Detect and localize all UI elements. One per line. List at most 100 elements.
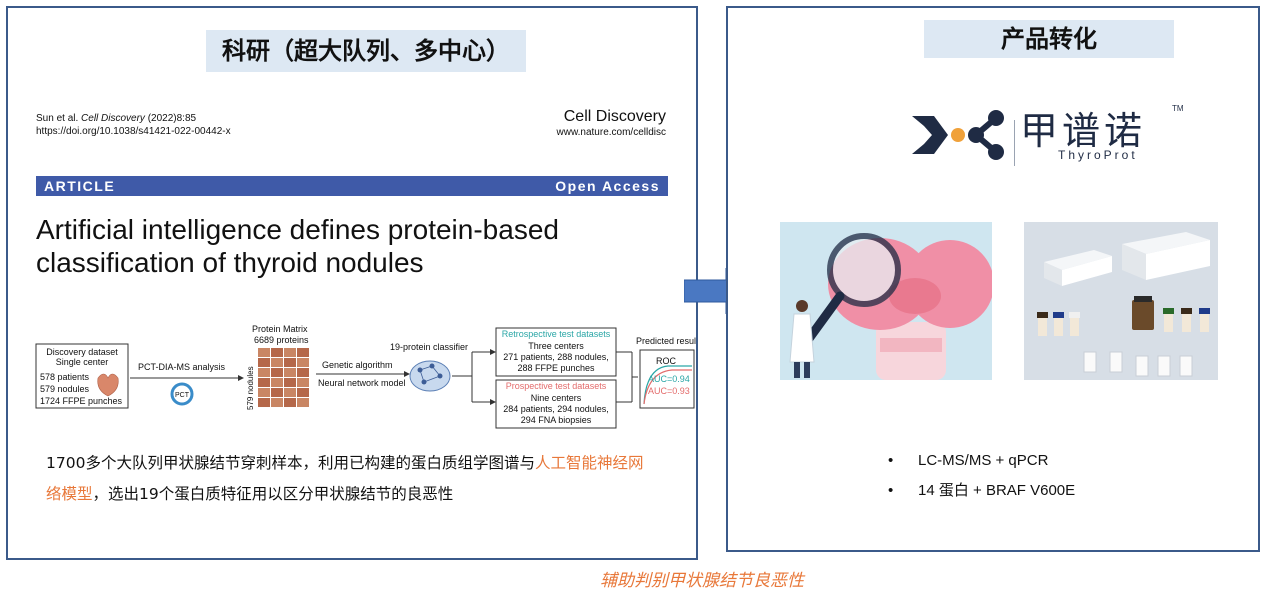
summary-highlight-1: 人工智能神经网 bbox=[534, 454, 644, 472]
prosp-patients: 284 patients, 294 nodules, bbox=[503, 404, 609, 414]
classifier-label: 19-protein classifier bbox=[390, 342, 468, 352]
headline-line-1: Artificial intelligence defines protein-… bbox=[36, 214, 559, 245]
bottle bbox=[1179, 355, 1193, 377]
vial-cap bbox=[1069, 312, 1080, 318]
brain-network-icon bbox=[409, 360, 451, 392]
discovery-title-2: Single center bbox=[56, 357, 109, 367]
logo-trademark: TM bbox=[1172, 104, 1184, 113]
journal-name: Cell Discovery bbox=[563, 108, 666, 125]
roc-label: ROC bbox=[656, 356, 677, 366]
vial bbox=[1054, 318, 1063, 336]
retrospective-box bbox=[495, 327, 617, 377]
matrix-cell bbox=[271, 358, 283, 367]
discovery-nodules: 579 nodules bbox=[40, 384, 90, 394]
citation-year: (2022)8:85 bbox=[144, 113, 197, 124]
matrix-cell bbox=[297, 378, 309, 387]
thyroid-icon bbox=[97, 373, 119, 397]
vial-cap bbox=[1199, 308, 1210, 314]
pct-analysis-label: PCT-DIA-MS analysis bbox=[138, 362, 226, 372]
summary-text-1: 1700多个大队列甲状腺结节穿刺样本，利用已构建的蛋白质组学图谱与 bbox=[46, 454, 535, 472]
protein-matrix-grid bbox=[258, 348, 309, 407]
matrix-cell bbox=[297, 398, 309, 407]
matrix-cell bbox=[258, 368, 270, 377]
matrix-cell bbox=[258, 378, 270, 387]
article-label: ARTICLE bbox=[44, 178, 116, 194]
vial bbox=[1182, 314, 1191, 332]
retro-arrowhead bbox=[490, 349, 496, 355]
matrix-title-2: 6689 proteins bbox=[254, 335, 309, 345]
vial bbox=[1070, 318, 1079, 336]
matrix-cell bbox=[284, 368, 296, 377]
thyroid-illustration bbox=[780, 222, 992, 380]
auc-retro: AUC=0.94 bbox=[648, 374, 690, 384]
vial-cap bbox=[1163, 308, 1174, 314]
logo-divider bbox=[1014, 120, 1015, 166]
genetic-label: Genetic algorithm bbox=[322, 360, 393, 370]
feature-item: LC-MS/MS + qPCR bbox=[888, 446, 1075, 476]
matrix-cell bbox=[258, 388, 270, 397]
test-kit-photo bbox=[1024, 222, 1218, 380]
product-features: LC-MS/MS + qPCR 14 蛋白 + BRAF V600E bbox=[888, 446, 1075, 506]
product-panel: 产品转化 甲谱诺 TM ThyroProt bbox=[726, 6, 1260, 552]
logo-chinese-name: 甲谱诺 bbox=[1020, 109, 1147, 153]
matrix-cell bbox=[271, 378, 283, 387]
vial-cap bbox=[1037, 312, 1048, 318]
prosp-arrowhead bbox=[490, 399, 496, 405]
citation-authors: Sun et al. bbox=[36, 113, 82, 124]
roc-curve-prosp bbox=[643, 369, 692, 405]
matrix-side-label: 579 nodules bbox=[246, 366, 255, 410]
flow-arrowhead-2 bbox=[404, 371, 410, 377]
matrix-cell bbox=[297, 388, 309, 397]
summary-text-2: ，选出19个蛋白质特征用以区分甲状腺结节的良恶性 bbox=[92, 485, 454, 503]
pct-label: PCT bbox=[175, 392, 190, 399]
matrix-cell bbox=[258, 358, 270, 367]
vial bbox=[1164, 314, 1173, 332]
article-ribbon: ARTICLE Open Access bbox=[36, 176, 668, 196]
bottle bbox=[1109, 351, 1123, 373]
retro-centers: Three centers bbox=[528, 341, 584, 351]
matrix-cell bbox=[271, 368, 283, 377]
thyroprot-logo-icon bbox=[912, 110, 1004, 160]
matrix-cell bbox=[284, 388, 296, 397]
discovery-punches: 1724 FFPE punches bbox=[40, 396, 123, 406]
citation: Sun et al. Cell Discovery (2022)8:85 htt… bbox=[36, 112, 231, 138]
prosp-centers: Nine centers bbox=[531, 393, 582, 403]
bottle bbox=[1135, 355, 1149, 377]
discovery-patients: 578 patients bbox=[40, 372, 90, 382]
matrix-cell bbox=[284, 358, 296, 367]
bottle bbox=[1157, 355, 1171, 377]
prospective-box bbox=[495, 379, 617, 429]
matrix-cell bbox=[271, 348, 283, 357]
matrix-cell bbox=[271, 398, 283, 407]
discovery-title-1: Discovery dataset bbox=[46, 347, 118, 357]
matrix-cell bbox=[271, 388, 283, 397]
retro-punches: 288 FFPE punches bbox=[517, 363, 595, 373]
vial bbox=[1200, 314, 1209, 332]
matrix-title-1: Protein Matrix bbox=[252, 324, 308, 334]
matrix-cell bbox=[297, 358, 309, 367]
research-banner: 科研（超大队列、多中心） bbox=[206, 30, 526, 72]
matrix-cell bbox=[284, 348, 296, 357]
summary-highlight-2: 络模型 bbox=[46, 485, 93, 503]
journal-url[interactable]: www.nature.com/celldisc bbox=[556, 127, 666, 138]
headline-line-2: classification of thyroid nodules bbox=[36, 247, 424, 278]
bottle bbox=[1083, 351, 1097, 373]
product-banner: 产品转化 bbox=[924, 20, 1174, 58]
vial bbox=[1038, 318, 1047, 336]
auc-prosp: AUC=0.93 bbox=[648, 386, 690, 396]
pct-icon bbox=[170, 382, 194, 406]
logo-english-name: ThyroProt bbox=[1058, 148, 1138, 162]
retro-patients: 271 patients, 288 nodules, bbox=[503, 352, 609, 362]
matrix-cell bbox=[258, 398, 270, 407]
neural-label: Neural network model bbox=[318, 378, 406, 388]
open-access-label: Open Access bbox=[555, 178, 660, 194]
vial-cap bbox=[1181, 308, 1192, 314]
citation-doi[interactable]: https://doi.org/10.1038/s41421-022-00442… bbox=[36, 126, 231, 137]
research-summary: 1700多个大队列甲状腺结节穿刺样本，利用已构建的蛋白质组学图谱与人工智能神经网… bbox=[46, 448, 686, 510]
article-headline: Artificial intelligence defines protein-… bbox=[36, 213, 676, 279]
prosp-biopsies: 294 FNA biopsies bbox=[521, 415, 592, 425]
vial-cap bbox=[1053, 312, 1064, 318]
citation-journal: Cell Discovery bbox=[81, 113, 145, 124]
prospective-title: Prospective test datasets bbox=[506, 381, 607, 391]
study-design-diagram: Discovery dataset Single center 578 pati… bbox=[35, 324, 696, 429]
